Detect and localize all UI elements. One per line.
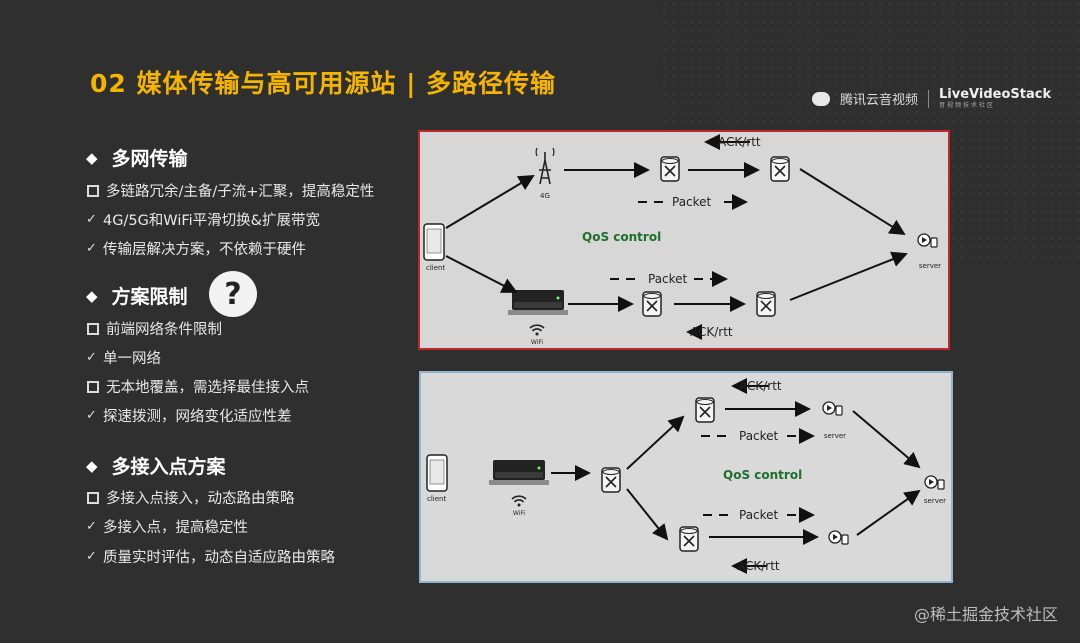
- section-heading-multinet: ◆ 多网传输: [86, 148, 188, 170]
- client-label: client: [427, 495, 446, 503]
- server-icon: [828, 530, 849, 545]
- wifi-label: WiFi: [531, 339, 543, 346]
- router-icon: [756, 291, 776, 317]
- square-bullet-icon: [87, 322, 99, 335]
- packet-label: Packet: [739, 508, 779, 522]
- router-icon: [642, 291, 662, 317]
- list-item: ✓ 4G/5G和WiFi平滑切换&扩展带宽: [86, 212, 320, 229]
- check-icon: ✓: [86, 350, 97, 365]
- wifi-router-icon: [489, 460, 549, 485]
- check-icon: ✓: [86, 549, 97, 564]
- check-icon: ✓: [86, 241, 97, 256]
- multipath-diagram-2: client WiFi server server AC: [419, 371, 953, 583]
- diamond-bullet-icon: ◆: [86, 286, 98, 305]
- diagram-1-svg: client 4G WiFi server: [423, 134, 941, 346]
- cell-tower-icon: [535, 147, 555, 185]
- list-item: ✓ 单一网络: [86, 350, 161, 367]
- page-title: 02 媒体传输与高可用源站 | 多路径传输: [90, 69, 557, 98]
- tencent-logo-text: 腾讯云音视频: [840, 93, 919, 108]
- 4g-label: 4G: [540, 192, 550, 200]
- list-item: 多接入点接入，动态路由策略: [86, 487, 295, 508]
- diamond-bullet-icon: ◆: [86, 456, 98, 475]
- watermark: @稀土掘金技术社区: [913, 605, 1058, 624]
- ack-rtt-label: ACK/rtt: [739, 379, 782, 393]
- packet-label: Packet: [648, 272, 688, 286]
- diagram-2-svg: client WiFi server server AC: [426, 378, 946, 574]
- list-item: 无本地覆盖，需选择最佳接入点: [86, 376, 309, 397]
- ack-rtt-label: ACK/rtt: [690, 325, 733, 339]
- list-item: ✓ 多接入点，提高稳定性: [86, 519, 248, 536]
- list-item: ✓ 探速拨测，网络变化适应性差: [86, 408, 292, 425]
- square-bullet-icon: [87, 380, 99, 393]
- router-icon: [770, 156, 790, 182]
- server-label: server: [919, 262, 941, 270]
- qos-control-label: QoS control: [723, 468, 802, 482]
- multipath-diagram-1: client 4G WiFi server: [418, 130, 950, 350]
- logo-divider: [928, 89, 930, 108]
- lvs-logo-sub: 音视频技术社区: [939, 102, 996, 109]
- dashed-packet-arrows: [610, 194, 748, 287]
- tencent-cloud-logo-icon: [812, 91, 830, 106]
- list-item: ✓ 传输层解决方案，不依赖于硬件: [86, 241, 306, 258]
- wifi-router-icon: [508, 290, 568, 315]
- dashed-packet-arrows: [701, 428, 815, 523]
- question-badge-icon: ?: [209, 271, 257, 317]
- router-icon: [695, 397, 715, 423]
- ack-rtt-label: ACK/rtt: [737, 559, 780, 573]
- qos-control-label: QoS control: [582, 230, 661, 244]
- square-bullet-icon: [87, 491, 99, 504]
- check-icon: ✓: [86, 408, 97, 423]
- flow-arrows: [445, 134, 908, 340]
- flow-arrows: [551, 378, 921, 574]
- router-icon: [679, 526, 699, 552]
- wifi-icon: [529, 324, 545, 337]
- server-icon: [822, 401, 843, 416]
- list-item: 前端网络条件限制: [86, 318, 222, 339]
- section-heading-limits: ◆ 方案限制: [86, 286, 188, 308]
- logo-bar: 腾讯云音视频 LiveVideoStack 音视频技术社区: [812, 88, 1051, 109]
- diamond-bullet-icon: ◆: [86, 148, 98, 167]
- server-label: server: [924, 497, 946, 505]
- wifi-icon: [511, 495, 527, 508]
- router-icon: [601, 467, 621, 493]
- packet-label: Packet: [672, 195, 712, 209]
- packet-label: Packet: [739, 429, 779, 443]
- section-heading-multi-access: ◆ 多接入点方案: [86, 456, 226, 478]
- server-icon: [924, 475, 945, 490]
- client-phone-icon: [426, 454, 448, 492]
- server-label: server: [824, 432, 846, 440]
- list-item: ✓ 质量实时评估，动态自适应路由策略: [86, 549, 335, 566]
- client-label: client: [426, 264, 445, 272]
- server-icon: [917, 233, 938, 248]
- check-icon: ✓: [86, 212, 97, 227]
- wifi-label: WiFi: [513, 510, 525, 517]
- ack-rtt-label: ACK/rtt: [718, 135, 761, 149]
- check-icon: ✓: [86, 519, 97, 534]
- list-item: 多链路冗余/主备/子流+汇聚，提高稳定性: [86, 180, 374, 201]
- router-icon: [660, 156, 680, 182]
- livevideostack-logo: LiveVideoStack 音视频技术社区: [939, 88, 1051, 109]
- square-bullet-icon: [87, 184, 99, 197]
- client-phone-icon: [423, 223, 445, 261]
- lvs-logo-main: LiveVideoStack: [939, 87, 1052, 102]
